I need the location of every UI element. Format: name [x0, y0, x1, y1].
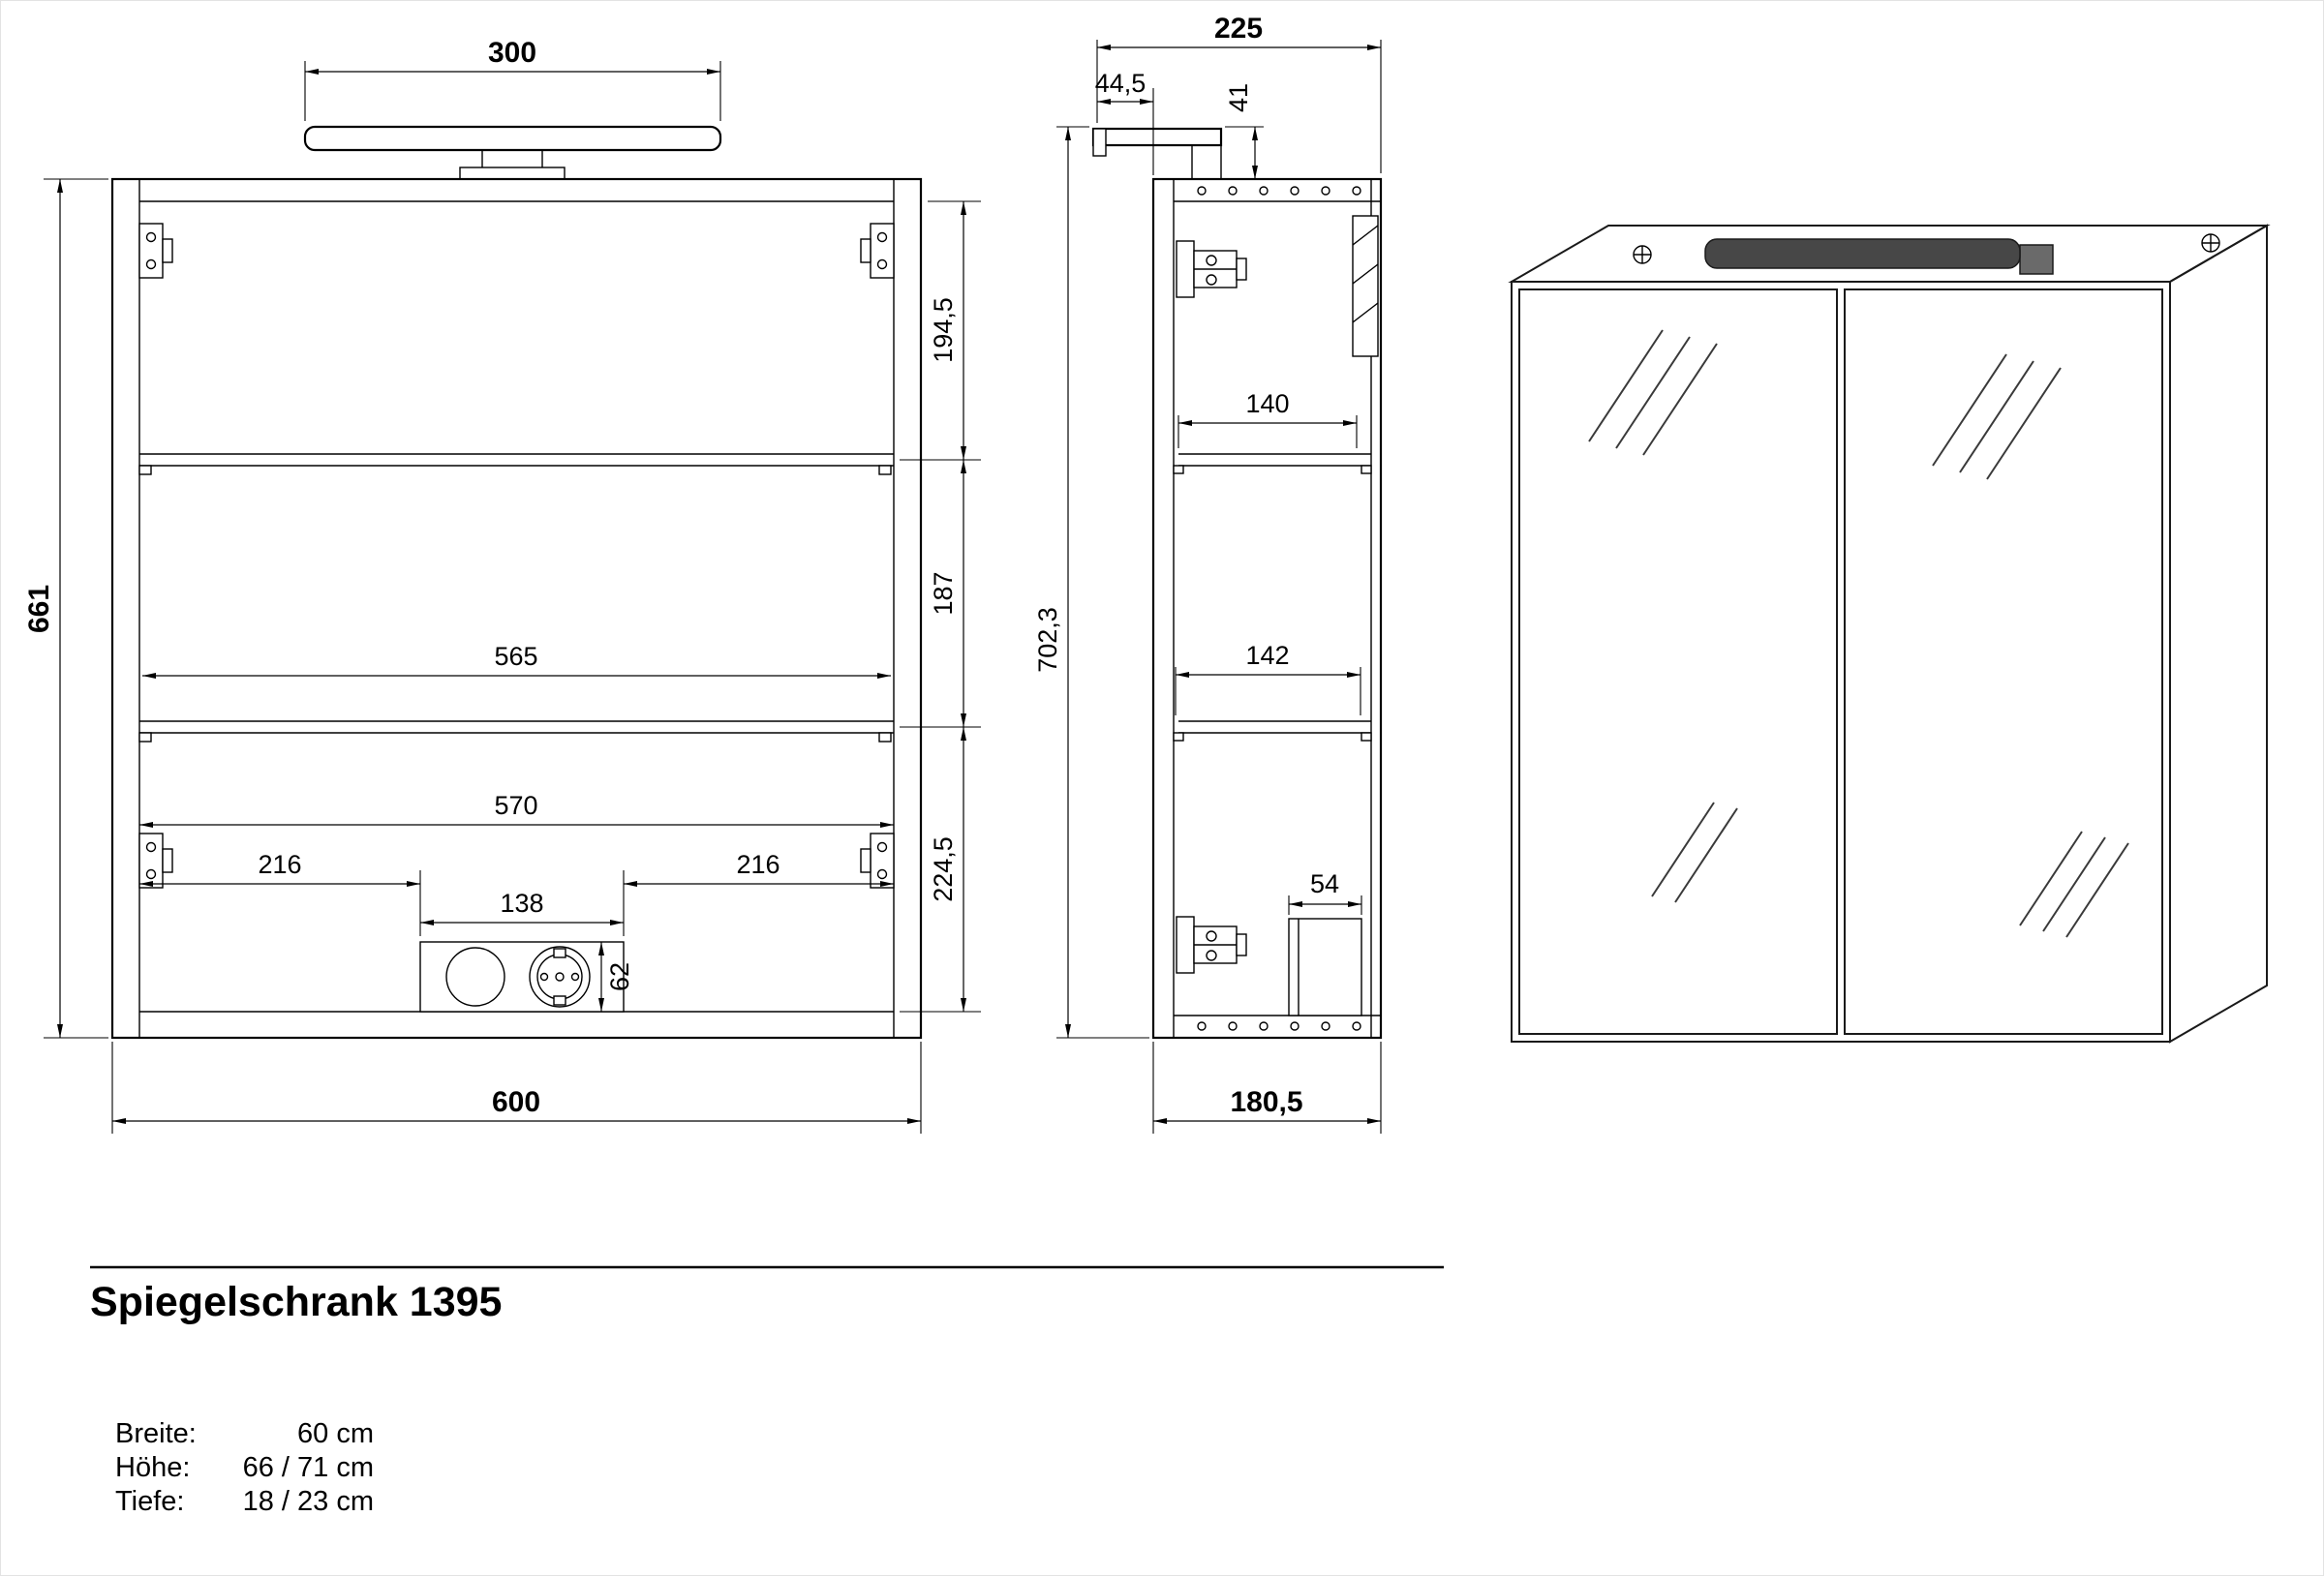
- title-block: Spiegelschrank 1395 Breite: 60 cm Höhe: …: [90, 1265, 1444, 1517]
- spec-label: Höhe:: [115, 1452, 190, 1483]
- iso-screw-right: [2201, 233, 2220, 253]
- dim-inner-width: 570: [139, 791, 894, 828]
- dim-shelf-width: 565: [142, 642, 891, 679]
- cable-hole: [445, 947, 505, 1007]
- side-wall-bracket: [1352, 215, 1379, 357]
- front-shelf-lower: [139, 720, 894, 734]
- dim-label: 187: [929, 571, 958, 615]
- side-hinge-top: [1176, 240, 1247, 298]
- dim-label: 62: [605, 962, 634, 991]
- power-socket: [529, 946, 591, 1008]
- dim-label: 54: [1310, 869, 1339, 898]
- iso-right-face: [2169, 224, 2268, 1044]
- dim-label: 600: [492, 1086, 540, 1118]
- mirror-reflection-hatch: [1588, 329, 2129, 938]
- spec-value: 66 / 71 cm: [243, 1452, 374, 1483]
- iso-view: [1508, 224, 2271, 1044]
- side-screw-holes-bottom: [1197, 1021, 1361, 1031]
- dim-niche-width: 54: [1288, 869, 1362, 915]
- page-title: Spiegelschrank 1395: [90, 1279, 502, 1325]
- dim-label: 216: [736, 850, 780, 879]
- spec-value: 60 cm: [297, 1418, 374, 1449]
- iso-mirror-door-right: [1844, 288, 2163, 1035]
- dim-label: 565: [494, 642, 537, 671]
- dim-label: 140: [1245, 389, 1289, 418]
- front-cabinet-body: [110, 177, 923, 1040]
- spec-label: Tiefe:: [115, 1486, 184, 1517]
- dim-label: 41: [1224, 83, 1253, 112]
- dim-shelf-depth-lower: 142: [1175, 641, 1361, 715]
- dim-total-height: 702,3: [1033, 126, 1149, 1039]
- dim-label: 702,3: [1033, 607, 1062, 673]
- side-bottom-box: [1288, 918, 1362, 1016]
- side-shelf-lower: [1178, 720, 1371, 734]
- side-view: 225 44,5 41 140 142 702,3: [1033, 13, 1383, 1134]
- front-hinge-bottom-right: [860, 833, 895, 889]
- front-socket-detail: [419, 941, 625, 1013]
- iso-lamp: [1704, 238, 2054, 275]
- dim-label: 570: [494, 791, 537, 820]
- dim-label: 142: [1245, 641, 1289, 670]
- front-hinge-top-left: [138, 223, 173, 279]
- dim-label: 300: [488, 37, 536, 69]
- spec-row-breite: Breite: 60 cm: [115, 1418, 374, 1449]
- dim-cabinet-depth: 180,5: [1152, 1042, 1382, 1134]
- side-lamp: [1091, 127, 1223, 180]
- dim-total-width: 600: [111, 1042, 922, 1134]
- dim-label: 661: [23, 585, 55, 633]
- dim-total-depth: 225: [1096, 13, 1382, 173]
- spec-row-hoehe: Höhe: 66 / 71 cm: [115, 1452, 374, 1483]
- front-shelf-upper: [139, 453, 894, 467]
- front-lamp: [303, 125, 722, 180]
- dim-label: 216: [258, 850, 301, 879]
- dim-label: 225: [1214, 13, 1263, 45]
- side-cabinet-body: [1151, 177, 1383, 1040]
- iso-mirror-door-left: [1518, 288, 1838, 1035]
- side-hinge-bottom: [1176, 916, 1247, 974]
- side-shelf-upper: [1178, 453, 1371, 467]
- spec-value: 18 / 23 cm: [243, 1486, 374, 1517]
- dim-label: 180,5: [1230, 1086, 1302, 1118]
- spec-label: Breite:: [115, 1418, 197, 1449]
- dim-shelf-depth-upper: 140: [1177, 389, 1358, 448]
- dim-lamp-width: 300: [304, 37, 721, 121]
- front-view: 300 661 194,5 187 224,5 565 570: [23, 37, 981, 1134]
- dim-socket-height: 62: [598, 942, 634, 1012]
- dim-label: 44,5: [1095, 69, 1147, 98]
- dim-section-chain: 194,5 187 224,5: [900, 200, 981, 1013]
- dim-label: 138: [500, 889, 543, 918]
- front-hinge-bottom-left: [138, 833, 173, 889]
- side-screw-holes-top: [1197, 186, 1361, 196]
- iso-front-face: [1511, 281, 2171, 1043]
- dim-lamp-height: 41: [1224, 83, 1264, 179]
- front-hinge-top-right: [860, 223, 895, 279]
- dim-height: 661: [23, 178, 108, 1039]
- dim-socket-position: 216 138 216: [139, 850, 894, 936]
- dim-label: 224,5: [929, 836, 958, 902]
- spec-row-tiefe: Tiefe: 18 / 23 cm: [115, 1486, 374, 1517]
- iso-screw-left: [1633, 245, 1652, 264]
- dim-lamp-overhang: 44,5: [1095, 69, 1154, 175]
- dim-label: 194,5: [929, 297, 958, 363]
